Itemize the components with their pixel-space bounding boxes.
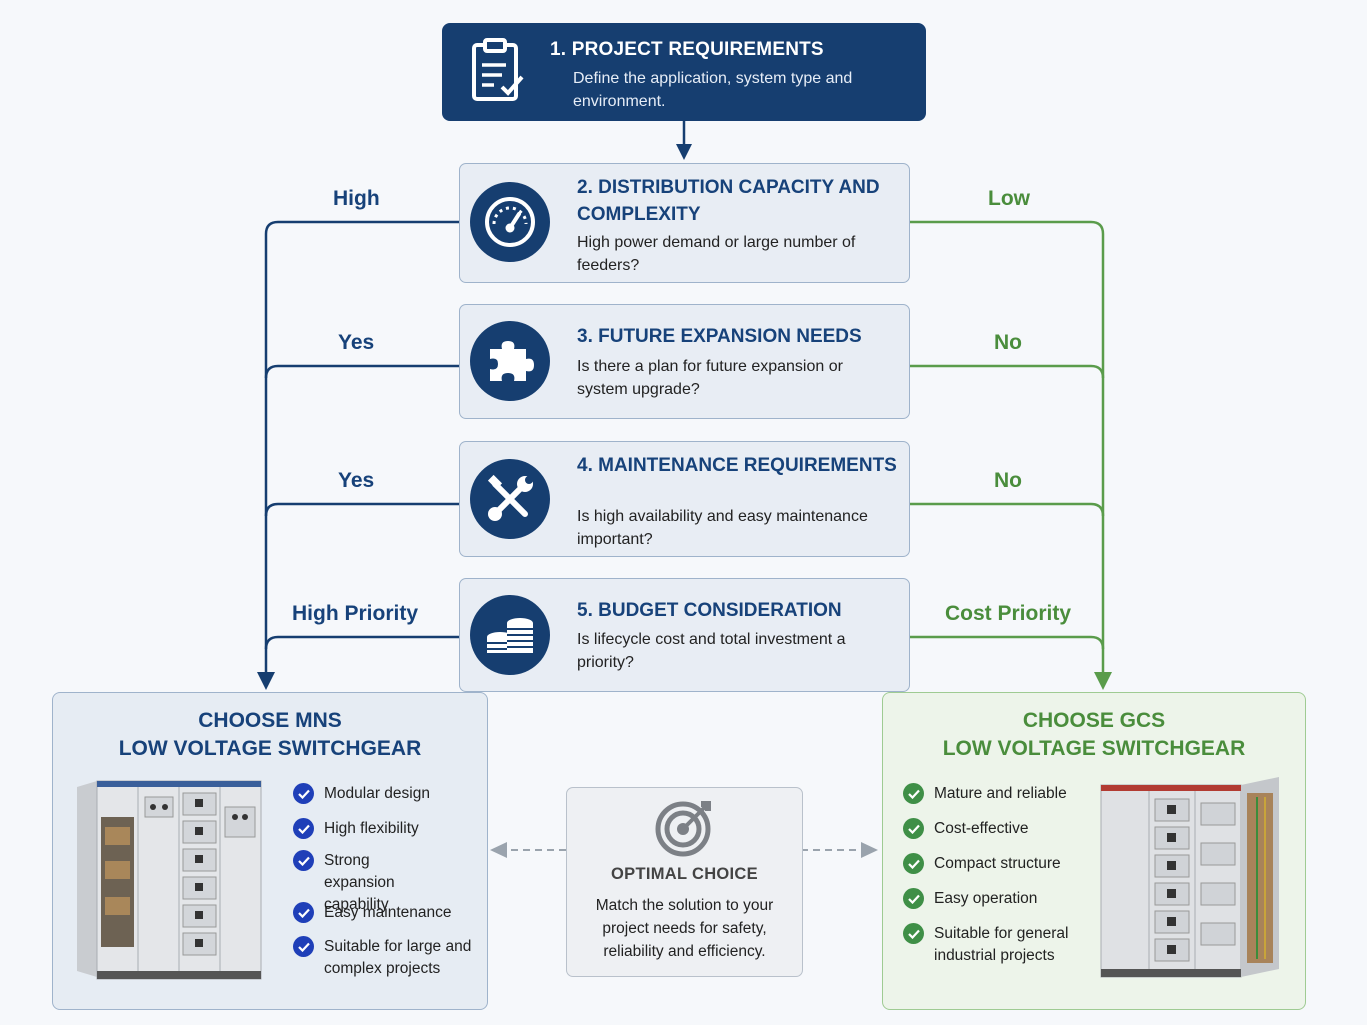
coins-icon <box>470 595 550 675</box>
label-high-priority: High Priority <box>292 602 419 625</box>
check-icon <box>903 923 924 944</box>
step-title: 2. DISTRIBUTION CAPACITY AND COMPLEXITY <box>577 177 880 225</box>
optimal-choice: OPTIMAL CHOICE Match the solution to you… <box>566 787 803 977</box>
step-title: 1. PROJECT REQUIREMENTS <box>550 39 824 60</box>
optimal-description: Match the solution to your project needs… <box>595 897 774 960</box>
step-budget: 5. BUDGET CONSIDERATION Is lifecycle cos… <box>459 578 910 692</box>
feature-item: Easy operation <box>903 888 1103 910</box>
feature-item: Compact structure <box>903 853 1103 875</box>
label-low: Low <box>988 187 1030 210</box>
step-title: 5. BUDGET CONSIDERATION <box>577 600 842 621</box>
result-mns: CHOOSE MNS LOW VOLTAGE SWITCHGEAR <box>52 692 488 1010</box>
check-icon <box>293 902 314 923</box>
feature-item: Cost-effective <box>903 818 1103 840</box>
check-icon <box>903 783 924 804</box>
result-title: CHOOSE MNS LOW VOLTAGE SWITCHGEAR <box>118 709 422 760</box>
step-description: Define the application, system type and … <box>573 70 853 110</box>
step-project-requirements: 1. PROJECT REQUIREMENTS Define the appli… <box>442 23 926 121</box>
feature-item: Suitable for general industrial projects <box>903 923 1083 967</box>
check-icon <box>293 850 314 871</box>
label-no: No <box>994 331 1022 354</box>
gauge-icon <box>470 182 550 262</box>
clipboard-icon <box>468 37 528 105</box>
check-icon <box>293 936 314 957</box>
mns-arrow <box>257 672 275 690</box>
feature-item: High flexibility <box>293 818 483 840</box>
step-description: Is lifecycle cost and total investment a… <box>577 631 846 671</box>
down-arrow <box>676 144 692 160</box>
feature-item: Suitable for large and complex projects <box>293 936 478 980</box>
result-gcs: CHOOSE GCS LOW VOLTAGE SWITCHGEAR Mature… <box>882 692 1306 1010</box>
step-title: 4. MAINTENANCE REQUIREMENTS <box>577 455 897 476</box>
mns-switchgear-image <box>73 777 263 988</box>
step-future-expansion: 3. FUTURE EXPANSION NEEDS Is there a pla… <box>459 304 910 419</box>
label-cost-priority: Cost Priority <box>945 602 1072 625</box>
optimal-title: OPTIMAL CHOICE <box>611 865 758 883</box>
tools-icon <box>470 459 550 539</box>
puzzle-icon <box>470 321 550 401</box>
step-title: 3. FUTURE EXPANSION NEEDS <box>577 326 862 347</box>
step-distribution-capacity: 2. DISTRIBUTION CAPACITY AND COMPLEXITY … <box>459 163 910 283</box>
label-yes: Yes <box>338 469 375 492</box>
target-icon <box>655 797 715 862</box>
step-description: High power demand or large number of fee… <box>577 234 856 274</box>
feature-item: Easy maintenance <box>293 902 483 924</box>
feature-item: Modular design <box>293 783 483 805</box>
step-description: Is there a plan for future expansion or … <box>577 358 843 398</box>
check-icon <box>293 818 314 839</box>
step-description: Is high availability and easy maintenanc… <box>577 508 868 548</box>
gcs-switchgear-image <box>1097 773 1287 988</box>
gcs-arrow <box>1094 672 1112 690</box>
label-high: High <box>333 187 380 210</box>
feature-item: Mature and reliable <box>903 783 1103 805</box>
label-no: No <box>994 469 1022 492</box>
result-title: CHOOSE GCS LOW VOLTAGE SWITCHGEAR <box>942 709 1246 760</box>
step-maintenance: 4. MAINTENANCE REQUIREMENTS Is high avai… <box>459 441 910 557</box>
check-icon <box>903 818 924 839</box>
check-icon <box>903 888 924 909</box>
check-icon <box>903 853 924 874</box>
check-icon <box>293 783 314 804</box>
feature-item: Strong expansion capability <box>293 850 443 916</box>
label-yes: Yes <box>338 331 375 354</box>
